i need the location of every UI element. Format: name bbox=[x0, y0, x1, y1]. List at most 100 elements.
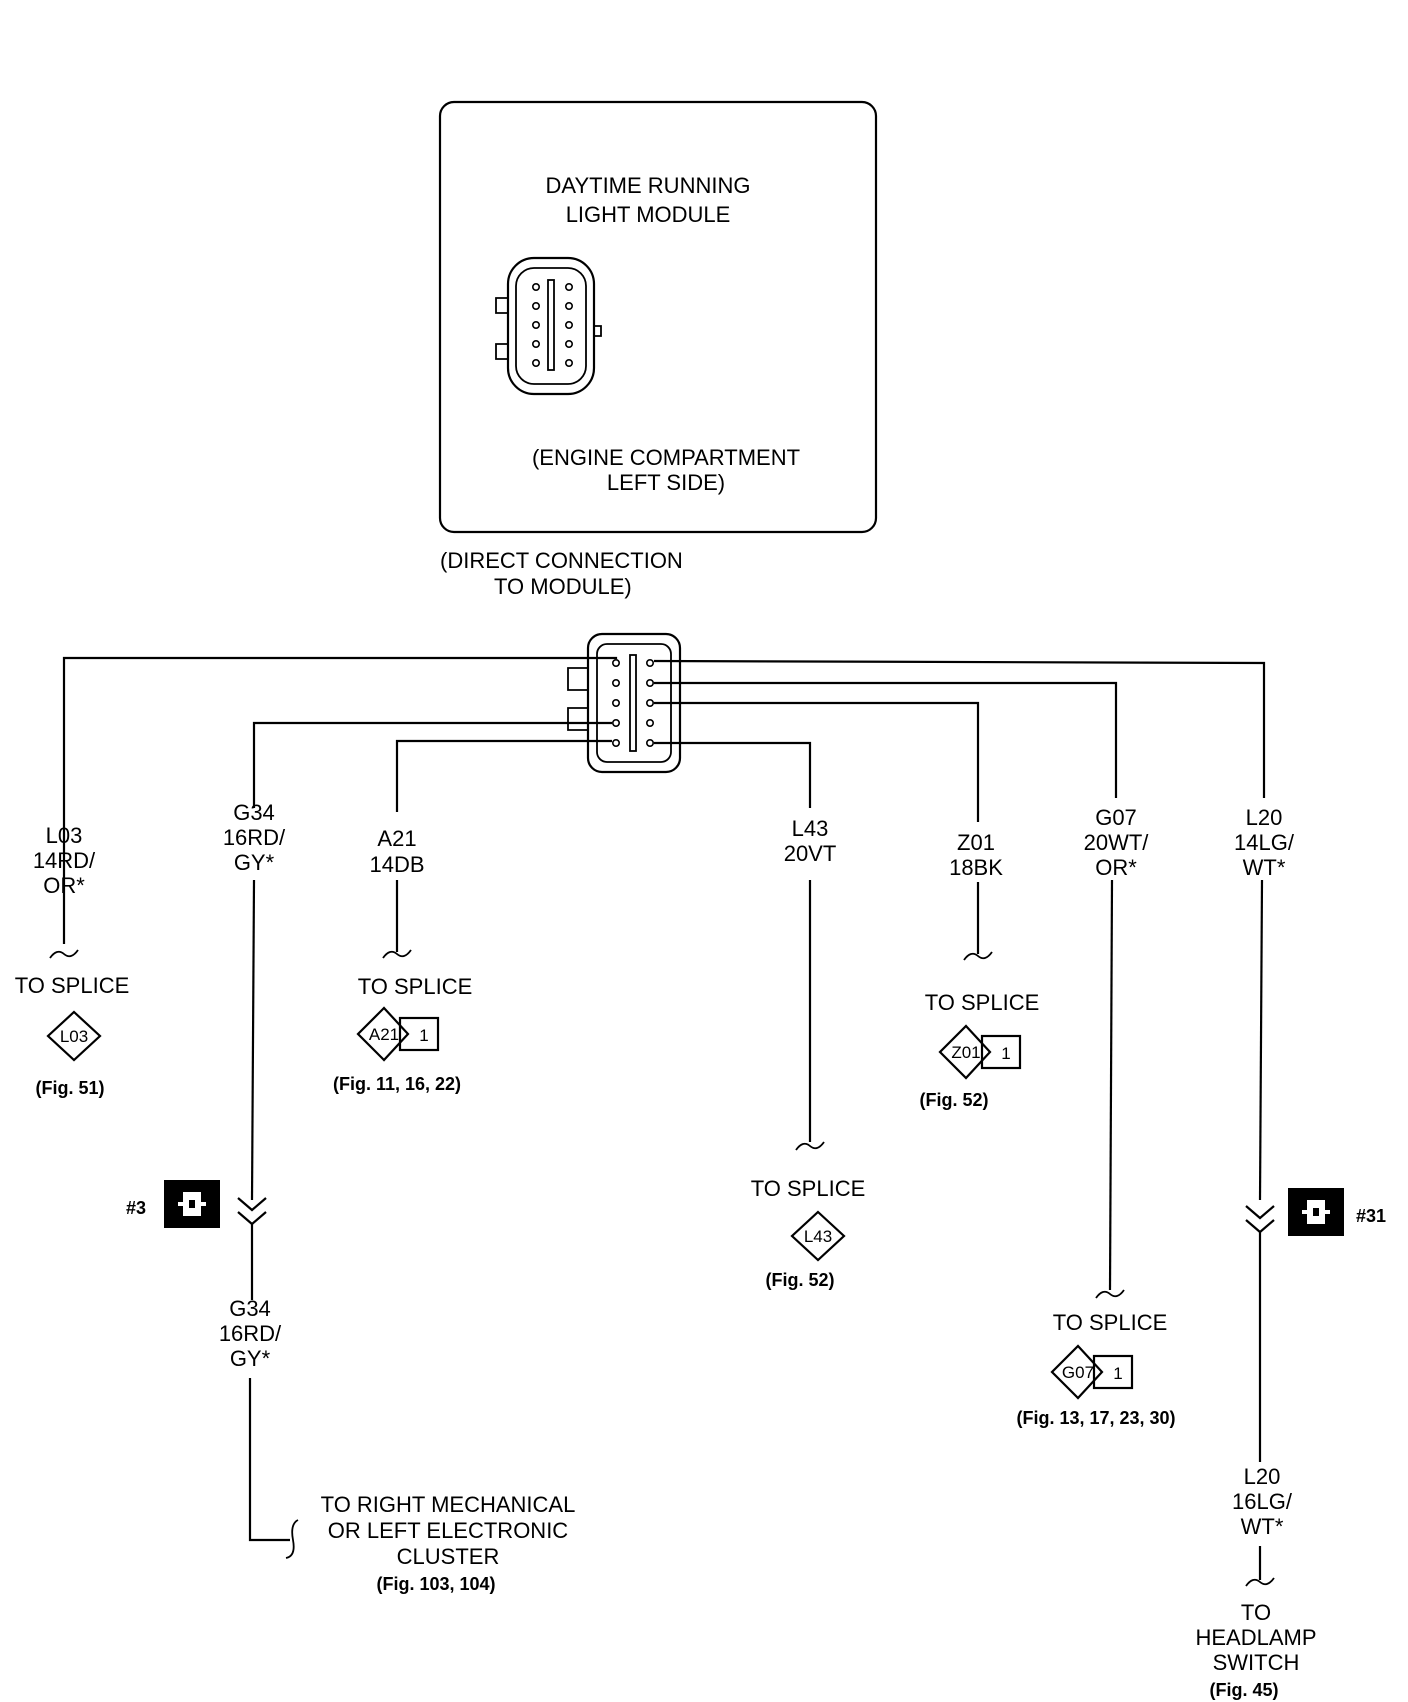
wire-label-g34-lower: G34 16RD/ GY* bbox=[219, 1296, 282, 1371]
wire-label-z01: Z01 18BK bbox=[949, 830, 1003, 880]
splice-pin: 1 bbox=[1113, 1364, 1122, 1383]
module-location-line2: LEFT SIDE) bbox=[607, 470, 725, 495]
splice-id: G07 bbox=[1062, 1363, 1094, 1382]
destination-line: TO RIGHT MECHANICAL bbox=[321, 1492, 576, 1517]
fig-reference: (Fig. 103, 104) bbox=[376, 1574, 495, 1594]
splice-a21: TO SPLICE A21 1 (Fig. 11, 16, 22) bbox=[333, 974, 472, 1094]
destination-line: OR LEFT ELECTRONIC bbox=[328, 1518, 569, 1543]
connector-chevron-icon bbox=[237, 1197, 267, 1212]
wire-color: OR* bbox=[43, 873, 85, 898]
wire-gauge: 16RD/ bbox=[219, 1321, 282, 1346]
splice-diamond-icon bbox=[356, 1006, 410, 1062]
wire-label-l20-lower: L20 16LG/ WT* bbox=[1232, 1464, 1293, 1539]
splice-pin: 1 bbox=[1001, 1044, 1010, 1063]
splice-label: TO SPLICE bbox=[751, 1176, 866, 1201]
wire-gauge: 20WT/ bbox=[1084, 830, 1150, 855]
break-z01 bbox=[963, 951, 993, 961]
splice-pin-box bbox=[398, 1016, 440, 1052]
wire-gauge: 14RD/ bbox=[33, 848, 96, 873]
wire-code: G34 bbox=[229, 1296, 271, 1321]
wire-label-l03: L03 14RD/ OR* bbox=[33, 823, 96, 898]
wire-g07-path bbox=[654, 681, 1118, 798]
fig-reference: (Fig. 13, 17, 23, 30) bbox=[1016, 1408, 1175, 1428]
wire-color: GY* bbox=[230, 1346, 271, 1371]
fig-reference: (Fig. 52) bbox=[919, 1090, 988, 1110]
direct-connection-line2: TO MODULE) bbox=[494, 574, 632, 599]
splice-label: TO SPLICE bbox=[358, 974, 473, 999]
break-g07 bbox=[1095, 1289, 1125, 1299]
wire-color: WT* bbox=[1243, 855, 1286, 880]
splice-id: L43 bbox=[804, 1227, 832, 1246]
splice-pin: 1 bbox=[419, 1026, 428, 1045]
splice-l43: TO SPLICE L43 (Fig. 52) bbox=[751, 1176, 866, 1290]
wire-gauge: 20VT bbox=[784, 841, 837, 866]
connector-chevron-icon bbox=[1245, 1205, 1275, 1220]
wire-l43-path bbox=[654, 741, 812, 808]
destination-line: TO bbox=[1241, 1600, 1271, 1625]
fig-reference: (Fig. 45) bbox=[1209, 1680, 1278, 1700]
wire-label-g34: G34 16RD/ GY* bbox=[223, 800, 286, 875]
wire-label-g07: G07 20WT/ OR* bbox=[1084, 805, 1150, 880]
splice-label: TO SPLICE bbox=[925, 990, 1040, 1015]
wire-g34-run bbox=[250, 879, 256, 1201]
splice-z01: TO SPLICE Z01 1 (Fig. 52) bbox=[919, 990, 1039, 1110]
wire-z01-path bbox=[654, 701, 980, 822]
module-location-line1: (ENGINE COMPARTMENT bbox=[532, 445, 800, 470]
wire-code: L20 bbox=[1246, 805, 1283, 830]
daytime-running-light-module: DAYTIME RUNNING LIGHT MODULE (ENGINE COM… bbox=[438, 100, 878, 534]
splice-pin-box bbox=[980, 1034, 1022, 1070]
fig-reference: (Fig. 11, 16, 22) bbox=[333, 1074, 461, 1094]
splice-diamond-icon bbox=[46, 1010, 102, 1062]
splice-label: TO SPLICE bbox=[15, 973, 130, 998]
destination-line: SWITCH bbox=[1213, 1650, 1300, 1675]
wire-code: A21 bbox=[377, 826, 416, 851]
wire-color: GY* bbox=[234, 850, 275, 875]
break-l43 bbox=[795, 1141, 825, 1151]
module-outline bbox=[438, 100, 878, 534]
wire-a21-path bbox=[395, 739, 612, 812]
destination-cluster: TO RIGHT MECHANICAL OR LEFT ELECTRONIC C… bbox=[321, 1492, 576, 1594]
splice-pin-box bbox=[1092, 1354, 1134, 1390]
wire-label-l43: L43 20VT bbox=[784, 816, 837, 866]
fig-reference: (Fig. 52) bbox=[765, 1270, 834, 1290]
wire-code: G34 bbox=[233, 800, 275, 825]
wire-gauge: 14DB bbox=[369, 852, 424, 877]
wire-code: L03 bbox=[46, 823, 83, 848]
wire-label-l20: L20 14LG/ WT* bbox=[1234, 805, 1295, 880]
break-g34 bbox=[285, 1519, 299, 1559]
wire-color: WT* bbox=[1241, 1514, 1284, 1539]
module-title-line2: LIGHT MODULE bbox=[566, 202, 731, 227]
module-title-line1: DAYTIME RUNNING bbox=[546, 173, 751, 198]
wire-code: L20 bbox=[1244, 1464, 1281, 1489]
wire-g34-path bbox=[252, 721, 612, 808]
splice-diamond-icon bbox=[790, 1210, 846, 1262]
module-connector-icon bbox=[495, 256, 602, 396]
splice-diamond-icon bbox=[1050, 1344, 1104, 1400]
splice-id: A21 bbox=[369, 1025, 399, 1044]
inline-connector-3: #3 bbox=[126, 1180, 267, 1228]
wire-l20-path bbox=[653, 659, 1266, 798]
direct-connection-line1: (DIRECT CONNECTION bbox=[440, 548, 683, 573]
splice-diamond-icon bbox=[938, 1024, 992, 1080]
wire-code: G07 bbox=[1095, 805, 1137, 830]
wire-gauge: 16RD/ bbox=[223, 825, 286, 850]
destination-headlamp-switch: TO HEADLAMP SWITCH (Fig. 45) bbox=[1195, 1600, 1316, 1700]
wire-break-symbols bbox=[49, 949, 1125, 1299]
wire-g07-run bbox=[1108, 879, 1114, 1291]
break-l20 bbox=[1245, 1577, 1275, 1587]
wire-code: L43 bbox=[792, 816, 829, 841]
splice-l03: TO SPLICE L03 (Fig. 51) bbox=[15, 973, 130, 1098]
wire-paths bbox=[62, 656, 1266, 1291]
wire-g34-bottom bbox=[248, 1378, 290, 1542]
connector-number: #31 bbox=[1356, 1206, 1386, 1226]
wire-gauge: 14LG/ bbox=[1234, 830, 1295, 855]
connector-number: #3 bbox=[126, 1198, 146, 1218]
wire-code: Z01 bbox=[957, 830, 995, 855]
wire-l03-path bbox=[62, 656, 618, 944]
splice-label: TO SPLICE bbox=[1053, 1310, 1168, 1335]
wire-l20-run bbox=[1258, 879, 1264, 1201]
wire-gauge: 18BK bbox=[949, 855, 1003, 880]
wire-color: OR* bbox=[1095, 855, 1137, 880]
wire-gauge: 16LG/ bbox=[1232, 1489, 1293, 1514]
